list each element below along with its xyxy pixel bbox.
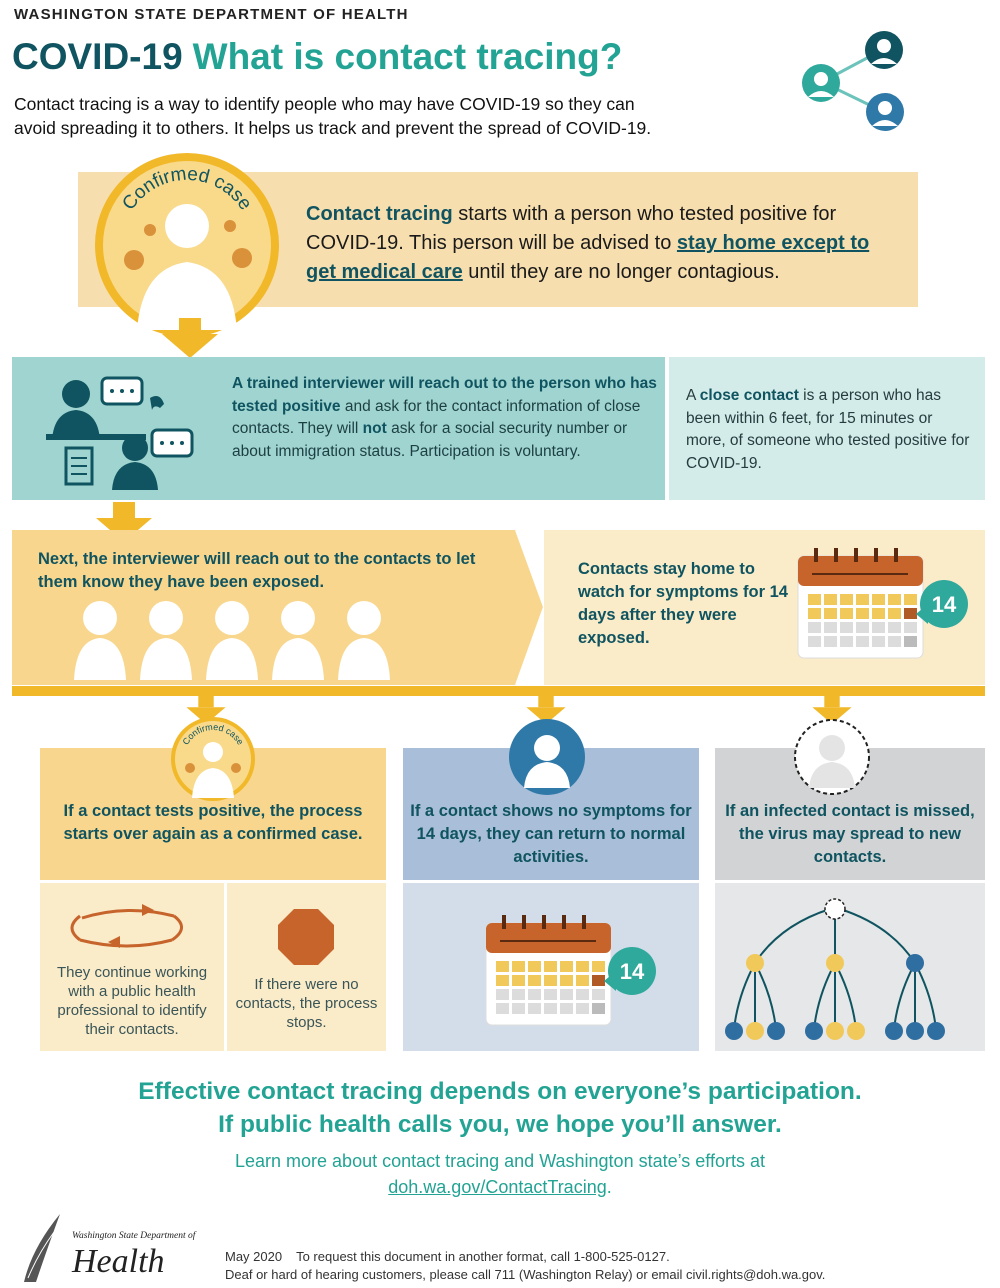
divider-bar [12,686,985,696]
calendar-14-icon: 14 [485,915,656,1026]
confirmed-case-text: Contact tracing starts with a person who… [306,200,896,287]
confirmed-case-badge-icon: Confirmed case [95,153,279,337]
intro-text: Contact tracing is a way to identify peo… [14,92,744,140]
close-contact-term: close contact [699,387,799,404]
closing-line-1: Effective contact tracing depends on eve… [138,1078,862,1105]
title-question: What is contact tracing? [192,36,623,77]
closing-line-2: If public health calls you, we hope you’… [218,1111,782,1138]
footer-text: May 2020 To request this document in anot… [225,1248,995,1284]
stay-home-text: Contacts stay home to watch for symptoms… [578,560,788,647]
calendar-14-icon: 14 [797,548,968,659]
close-text-2: is a person who has been within 6 feet, … [686,387,970,472]
person-safe-icon [509,719,585,795]
interview-text: A trained interviewer will reach out to … [232,373,657,463]
arrow-down-icon [812,696,852,724]
arrow-down-icon [526,696,566,724]
interview-bold-1: A trained interviewer will reach out to … [232,375,657,415]
learn-more-text: Learn more about contact tracing and Was… [235,1151,765,1171]
footer-deaf: Deaf or hard of hearing customers, pleas… [225,1267,826,1282]
stop-text: If there were no contacts, the process s… [235,976,378,1031]
chevron-right-icon [512,530,544,685]
missed-outcome-text: If an infected contact is missed, the vi… [725,802,975,866]
intro-line-1: Contact tracing is a way to identify peo… [14,94,635,114]
contact-tracing-term: Contact tracing [306,203,453,225]
interview-bold-2: not [362,420,387,437]
logo-small-text: Washington State Department of [72,1230,197,1241]
spread-tree-icon [725,898,945,1040]
close-contact-text: A close contact is a person who has been… [686,385,976,475]
interview-text-1: and ask for the contact information of c… [232,397,641,438]
closing-message: Effective contact tracing depends on eve… [0,1075,1000,1141]
doh-logo: Washington State Department of Health [24,1214,197,1282]
arrow-down-icon [162,318,218,358]
contacts-people-icon [74,601,390,680]
learn-more: Learn more about contact tracing and Was… [0,1148,1000,1200]
case-text-part-1: starts with a person who tested positive… [306,203,837,254]
case-text-part-2: until they are no longer contagious. [462,261,780,283]
no-symptoms-outcome-text: If a contact shows no symptoms for 14 da… [410,802,692,866]
positive-outcome-text: If a contact tests positive, the process… [63,802,363,843]
person-missed-icon [794,719,870,795]
arrow-down-icon [186,696,226,724]
interviewer-phone-icon [46,376,194,490]
footer-request: To request this document in another form… [296,1249,670,1264]
close-text-1: A [686,387,700,404]
intro-line-2: avoid spreading it to others. It helps u… [14,118,652,138]
continue-text: They continue working with a public heal… [56,964,208,1038]
interview-text-2: ask for a social security number or abou… [232,420,628,460]
stop-sign-icon [278,909,334,965]
contact-tracing-link[interactable]: doh.wa.gov/ContactTracing [388,1177,607,1197]
stay-home-link[interactable]: stay home except to get medical care [306,232,870,283]
close-contact-panel [669,357,985,500]
cycle-arrows-icon [70,904,183,948]
link-suffix: . [606,1177,612,1197]
logo-big-text: Health [71,1243,165,1280]
confirmed-case-badge-small-icon: Confirmed case [171,717,255,801]
calendar-badge-number: 14 [620,959,645,984]
agency-name: WASHINGTON STATE DEPARTMENT OF HEALTH [14,6,409,23]
contacts-text: Next, the interviewer will reach out to … [38,550,476,591]
calendar-badge-number: 14 [932,592,957,617]
footer-date: May 2020 [225,1249,283,1264]
people-network-icon [802,31,904,131]
title-prefix: COVID-19 [12,36,183,77]
